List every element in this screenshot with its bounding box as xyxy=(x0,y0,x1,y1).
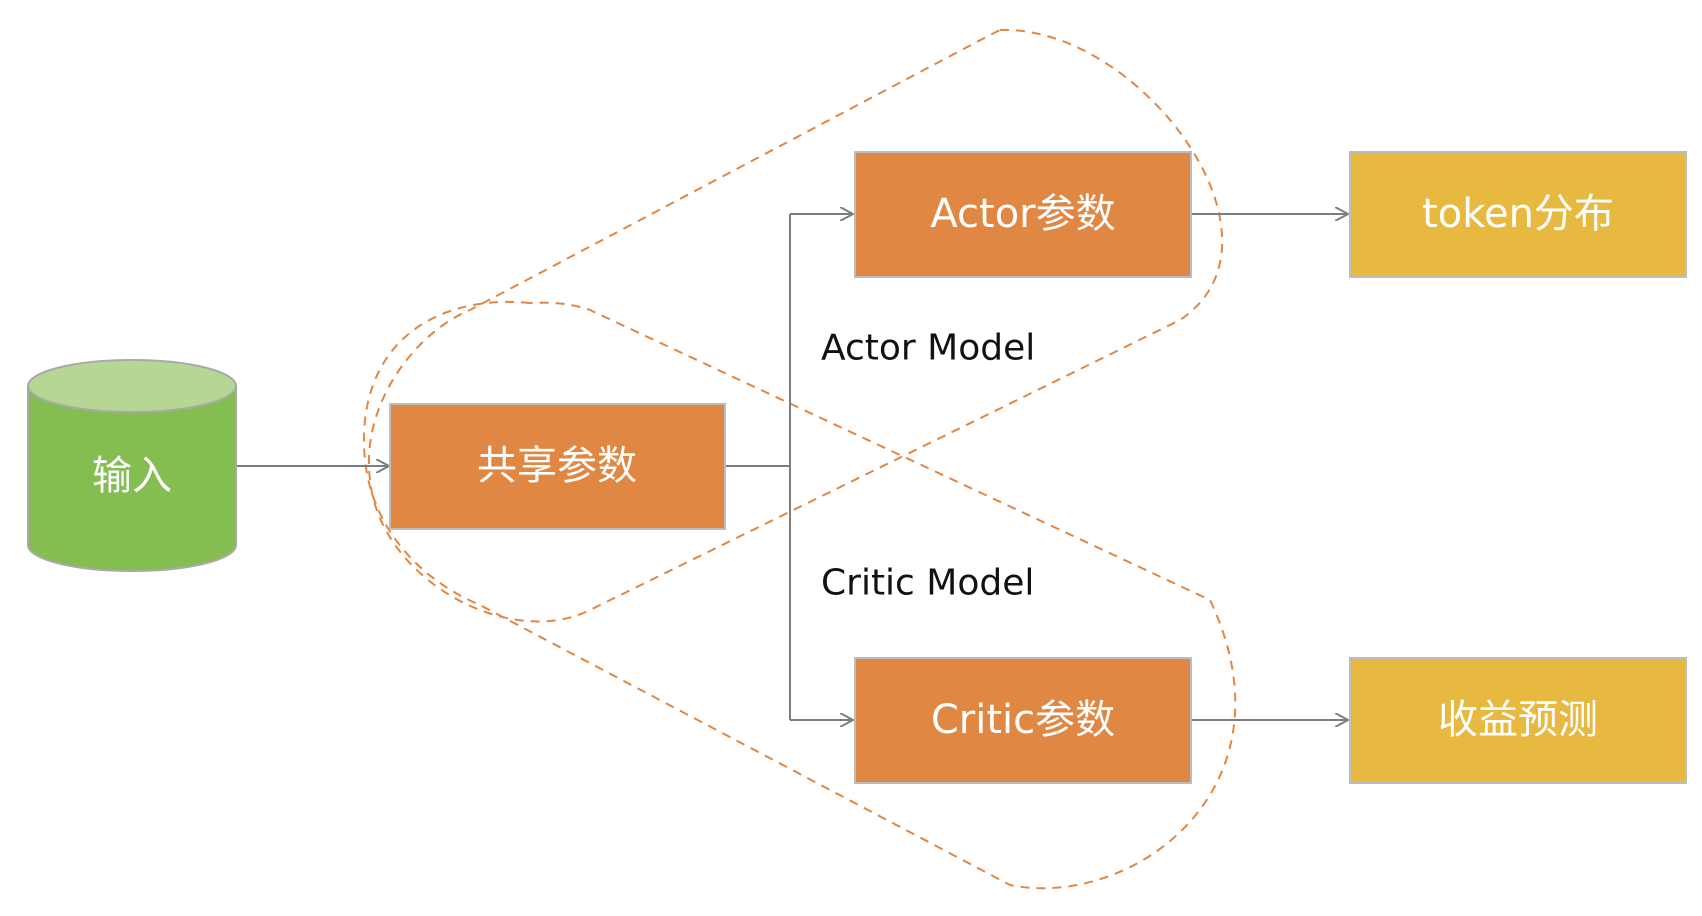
input-label: 输入 xyxy=(92,453,172,499)
critic-model-outline xyxy=(362,301,1237,890)
critic-params-label: Critic参数 xyxy=(931,697,1115,743)
critic-model-label: Critic Model xyxy=(821,563,1034,604)
token-distribution-node: token分布 xyxy=(1349,151,1687,278)
actor-model-label: Actor Model xyxy=(821,328,1035,369)
actor-params-node: Actor参数 xyxy=(854,151,1192,278)
actor-model-outline xyxy=(367,28,1224,623)
shared-params-label: 共享参数 xyxy=(477,443,637,489)
input-cylinder-body xyxy=(27,385,237,572)
value-prediction-label: 收益预测 xyxy=(1438,697,1598,743)
input-node: 输入 xyxy=(27,359,237,572)
shared-params-node: 共享参数 xyxy=(389,403,726,530)
token-distribution-label: token分布 xyxy=(1422,191,1614,237)
actor-params-label: Actor参数 xyxy=(930,191,1115,237)
value-prediction-node: 收益预测 xyxy=(1349,657,1687,784)
input-cylinder-top xyxy=(27,359,237,413)
critic-params-node: Critic参数 xyxy=(854,657,1192,784)
